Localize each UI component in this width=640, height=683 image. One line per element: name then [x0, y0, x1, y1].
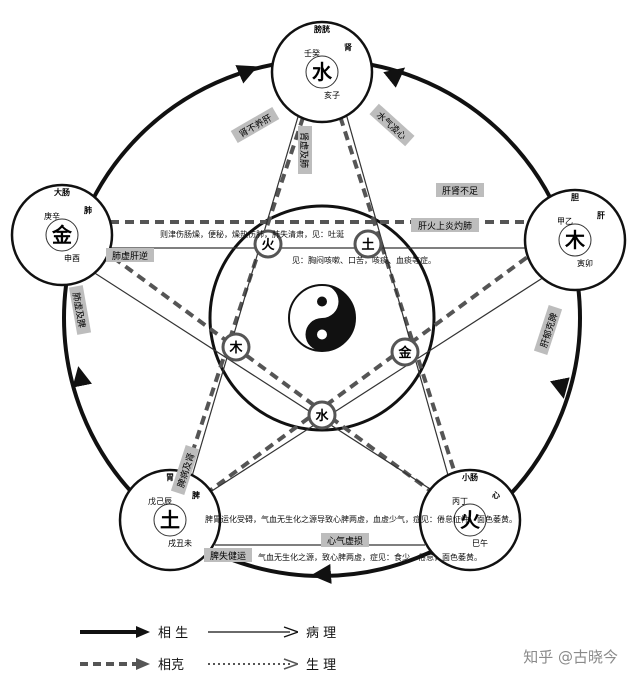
pathology-label-text: 脾失健运	[210, 550, 246, 562]
ke-line-water-earth	[168, 59, 324, 521]
element-branches: 申酉	[64, 253, 80, 263]
taiji-icon	[288, 284, 356, 352]
sheng-arrow-metal-water	[235, 65, 258, 84]
fu-name: 大肠	[54, 187, 70, 197]
element-branches: 戌丑未	[168, 538, 192, 548]
note-center-top: 见：胸闷咳嗽、口苦，咳痰、血痰等症。	[292, 255, 436, 265]
element-char: 土	[160, 508, 180, 532]
inner-node-fire: 火	[253, 229, 283, 259]
sheng-arrow-wood-fire	[550, 377, 570, 399]
path-line-2	[184, 109, 301, 501]
sheng-arrows	[72, 65, 570, 584]
element-branches: 巳午	[472, 538, 488, 548]
inner-circle	[208, 204, 436, 432]
pathology-label-gan_huo: 肝火上炎灼肺	[411, 218, 479, 232]
pathology-lines	[89, 109, 556, 546]
bing-legend-icon	[208, 625, 298, 638]
sheng-arrow-water-wood	[383, 67, 406, 88]
ke-line-metal-fire	[63, 220, 472, 522]
pathology-label-gan_pi: 肝郁克脾	[533, 305, 563, 355]
path-line-5	[189, 269, 556, 506]
note-center-bottom: 脾胃运化受碍，气血无生化之源导致心脾两虚，血虚少气，症见：倦怠怔忡，面色萎黄。	[205, 514, 517, 524]
notes: 见：胸闷咳嗽、口苦，咳痰、血痰等症。 则津伤肠燥，便秘，燥热伤肺，肺失清肃，见：…	[160, 229, 517, 562]
pathology-label-shui_qi: 水气凌心	[369, 103, 415, 147]
path-line-3	[344, 109, 456, 501]
pathology-label-gan_shen: 肝肾不足	[436, 183, 484, 197]
sheng-arrow-earth-metal	[72, 366, 92, 388]
path-line-4	[89, 269, 456, 506]
organ-name: 脾	[191, 490, 200, 500]
shengli-legend-icon	[208, 657, 298, 670]
inner-node-label: 木	[228, 340, 243, 356]
element-char: 木	[564, 228, 586, 252]
organ-name: 肝	[597, 211, 605, 220]
element-stems: 戊己辰	[148, 496, 172, 506]
pathology-label-fei_xu: 肺虚肝逆	[106, 248, 154, 262]
pathology-label-text: 肾虚及肺	[298, 132, 310, 168]
sheng-legend-icon	[80, 625, 150, 638]
element-branches: 亥子	[324, 90, 340, 100]
element-stems: 壬癸	[304, 48, 320, 58]
pathology-label-xin_qi: 心气虚损	[321, 533, 369, 547]
pathology-label-fei_pi: 肺虚及脾	[68, 285, 92, 335]
legend-row-2: 相克 生 理	[80, 654, 336, 673]
organ-name: 心	[492, 490, 500, 500]
inner-node-label: 火	[261, 238, 275, 253]
note-center-left: 则津伤肠燥，便秘，燥热伤肺，肺失清肃，见：吐涎	[160, 229, 344, 239]
element-stems: 庚辛	[44, 211, 60, 221]
inner-node-label: 金	[397, 345, 412, 361]
inner-node-wood: 木	[221, 332, 251, 362]
legend-row-1: 相 生 病 理	[80, 622, 336, 641]
ke-legend-icon	[80, 657, 150, 670]
note-bottom-box: 气血无生化之源，致心脾两虚，症见：食少，倦怠，面色萎黄。	[258, 552, 482, 562]
element-char: 水	[312, 60, 333, 84]
organ-name: 肺	[84, 205, 92, 215]
legend-shengli-label: 生 理	[306, 658, 337, 673]
inner-node-water: 水	[307, 400, 337, 430]
legend-bing-label: 病 理	[306, 626, 337, 641]
element-branches: 寅卯	[577, 258, 593, 268]
inner-node-label: 水	[315, 408, 329, 424]
organ-name: 肾	[344, 43, 352, 52]
element-char: 火	[460, 508, 481, 532]
element-char: 金	[51, 223, 73, 247]
pathology-label-text: 肝火上炎灼肺	[418, 220, 472, 232]
pathology-label-text: 肺虚肝逆	[112, 250, 148, 262]
pathology-label-text: 水气凌心	[374, 109, 409, 142]
pathology-label-text: 心气虚损	[327, 535, 363, 547]
element-stems: 甲乙	[557, 217, 573, 226]
element-stems: 丙丁	[452, 497, 468, 506]
inner-node-label: 土	[361, 237, 374, 253]
inner-node-metal: 金	[390, 337, 420, 367]
inner-element-nodes: 火 土金水 木	[221, 229, 420, 430]
inner-node-earth: 土	[353, 229, 383, 259]
legend-ke-label: 相克	[158, 658, 185, 673]
ke-line-wood-earth	[168, 220, 577, 522]
fu-name: 小肠	[461, 472, 478, 482]
pathology-label-pi_shi: 脾失健运	[204, 548, 252, 562]
fu-name: 胃	[166, 473, 174, 482]
fu-name: 胆	[571, 193, 579, 202]
fu-name: 膀胱	[313, 24, 330, 34]
legend-sheng-label: 相 生	[158, 626, 189, 641]
pathology-label-shen_gan: 肾不养肝	[230, 106, 280, 144]
pathology-label-text: 肝肾不足	[442, 186, 478, 197]
pathology-label-shen_xu: 肾虚及肺	[298, 126, 312, 174]
watermark: 知乎 @古晓今	[523, 648, 618, 666]
sheng-arrow-fire-earth	[311, 563, 332, 584]
